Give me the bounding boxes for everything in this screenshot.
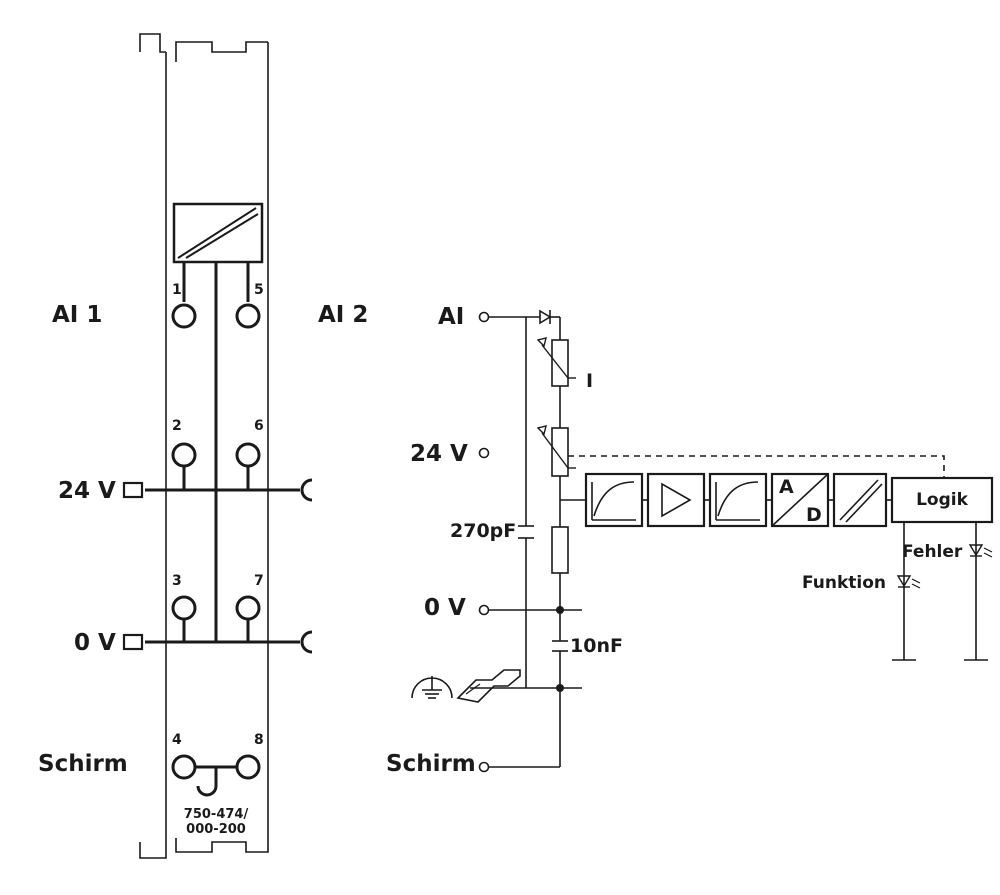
- terminal-number-8: 8: [254, 732, 264, 748]
- schematic-label-ai: AI: [438, 304, 464, 330]
- logic-block: [890, 476, 994, 524]
- current-label: I: [586, 370, 593, 392]
- terminal-4: [171, 754, 197, 780]
- terminal-5: [235, 303, 261, 329]
- error-led-icon: [968, 544, 993, 558]
- 24v-input-terminal: [478, 447, 490, 459]
- amplifier-block: [646, 472, 706, 528]
- terminal-number-3: 3: [172, 573, 182, 589]
- label-ai2: AI 2: [318, 302, 368, 328]
- module-wiring: [122, 262, 313, 797]
- signal-chain: [584, 472, 994, 528]
- led-label-error: Fehler: [902, 542, 963, 562]
- earth-icon: [411, 676, 453, 699]
- terminals: [171, 303, 261, 780]
- 0v-input-terminal: [478, 604, 490, 616]
- terminal-number-6: 6: [254, 418, 264, 434]
- terminal-8: [235, 754, 261, 780]
- label-shield: Schirm: [38, 751, 128, 777]
- terminal-2: [171, 442, 197, 468]
- terminal-1: [171, 303, 197, 329]
- logic-label: Logik: [916, 490, 969, 510]
- terminal-number-2: 2: [172, 418, 182, 434]
- terminal-7: [235, 595, 261, 621]
- schematic-label-shield: Schirm: [386, 751, 476, 777]
- schematic-label-0v: 0 V: [424, 595, 466, 621]
- din-rail-icon: [456, 669, 521, 703]
- ai-input-terminal: [478, 311, 490, 323]
- function-led-icon: [896, 575, 921, 589]
- module-housing: [139, 33, 269, 859]
- cap-label-270pf: 270pF: [450, 520, 516, 542]
- terminal-6: [235, 442, 261, 468]
- terminal-number-4: 4: [172, 732, 182, 748]
- terminal-number-5: 5: [254, 282, 264, 298]
- shield-input-terminal: [478, 761, 490, 773]
- terminal-number-7: 7: [254, 573, 264, 589]
- adc-label-d: D: [806, 504, 822, 526]
- label-ai1: AI 1: [52, 302, 102, 328]
- terminal-3: [171, 595, 197, 621]
- converter-block: [172, 202, 264, 264]
- label-0v: 0 V: [74, 630, 116, 656]
- part-number-line2: 000-200: [186, 822, 246, 837]
- schematic-label-24v: 24 V: [410, 441, 468, 467]
- led-label-function: Funktion: [802, 573, 886, 593]
- schematic-wiring: [470, 309, 945, 768]
- label-24v: 24 V: [58, 478, 116, 504]
- cap-label-10nf: 10nF: [570, 635, 623, 657]
- terminal-number-1: 1: [172, 282, 182, 298]
- adc-label-a: A: [779, 476, 794, 498]
- part-number-line1: 750-474/: [184, 807, 249, 822]
